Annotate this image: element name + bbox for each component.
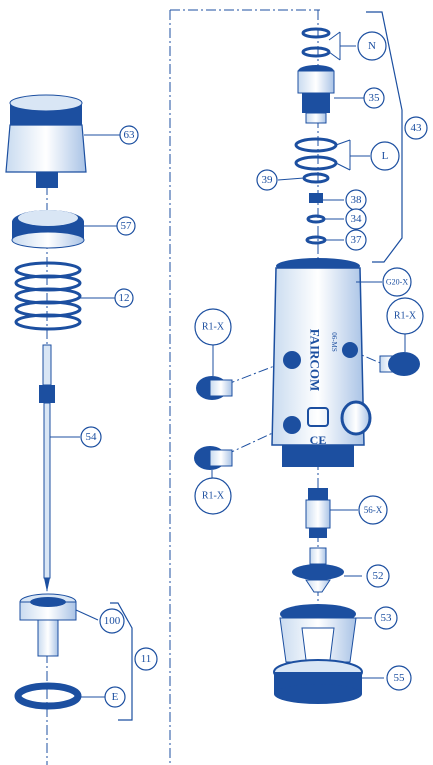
part-38-insert xyxy=(309,193,323,203)
part-52-nozzle xyxy=(292,547,344,593)
part-l-orings xyxy=(294,137,338,171)
part-e-ring xyxy=(14,682,82,710)
label-r1x-upper: R1-X xyxy=(202,322,225,333)
label-39: 39 xyxy=(262,174,274,186)
label-43: 43 xyxy=(411,122,423,134)
label-e: E xyxy=(112,691,119,703)
part-100-seat xyxy=(19,593,77,657)
label-54: 54 xyxy=(86,431,98,443)
part-n-orings xyxy=(301,27,331,58)
part-r1x-left-lower xyxy=(194,446,233,470)
part-39-ring xyxy=(302,172,330,184)
label-l: L xyxy=(382,150,389,162)
body-model: 06-MS xyxy=(330,332,338,352)
part-35-cartridge xyxy=(297,65,335,124)
bracket-43 xyxy=(366,11,403,263)
part-55-retaining-ring xyxy=(273,659,363,704)
callouts xyxy=(80,31,428,708)
label-37: 37 xyxy=(351,234,363,246)
label-n: N xyxy=(368,40,376,52)
label-r1x-lower: R1-X xyxy=(202,491,225,502)
label-57: 57 xyxy=(121,220,133,232)
valve-body-g20x: CE FAIRCOM 06-MS xyxy=(271,258,372,467)
body-marking: FAIRCOM xyxy=(308,329,323,392)
label-35: 35 xyxy=(369,92,381,104)
label-12: 12 xyxy=(119,292,130,304)
part-34-washer xyxy=(306,214,326,224)
label-34: 34 xyxy=(351,213,363,225)
label-r1x-right: R1-X xyxy=(394,311,417,322)
label-38: 38 xyxy=(351,194,363,206)
ce-mark: CE xyxy=(310,433,327,447)
part-12-spring xyxy=(14,261,82,331)
part-37-washer xyxy=(305,235,327,245)
label-100: 100 xyxy=(104,615,121,627)
part-57-nut xyxy=(11,210,85,249)
part-54-needle xyxy=(39,344,55,592)
label-56x: 56-X xyxy=(364,505,383,515)
label-g20x: G20-X xyxy=(386,278,408,287)
label-52: 52 xyxy=(373,570,384,582)
part-63-cap xyxy=(5,94,87,188)
part-r1x-left-upper xyxy=(196,376,233,400)
part-53-air-cap xyxy=(279,604,357,663)
part-r1x-right xyxy=(379,352,420,376)
label-11: 11 xyxy=(141,653,152,665)
callout-labels: 63 57 12 54 100 11 E N 35 43 L 39 38 34 … xyxy=(86,40,423,703)
label-53: 53 xyxy=(381,612,393,624)
part-56x-valve xyxy=(305,488,331,538)
label-63: 63 xyxy=(124,129,136,141)
leader-lines xyxy=(50,31,406,698)
bracket-11 xyxy=(110,602,133,721)
label-55: 55 xyxy=(394,672,406,684)
